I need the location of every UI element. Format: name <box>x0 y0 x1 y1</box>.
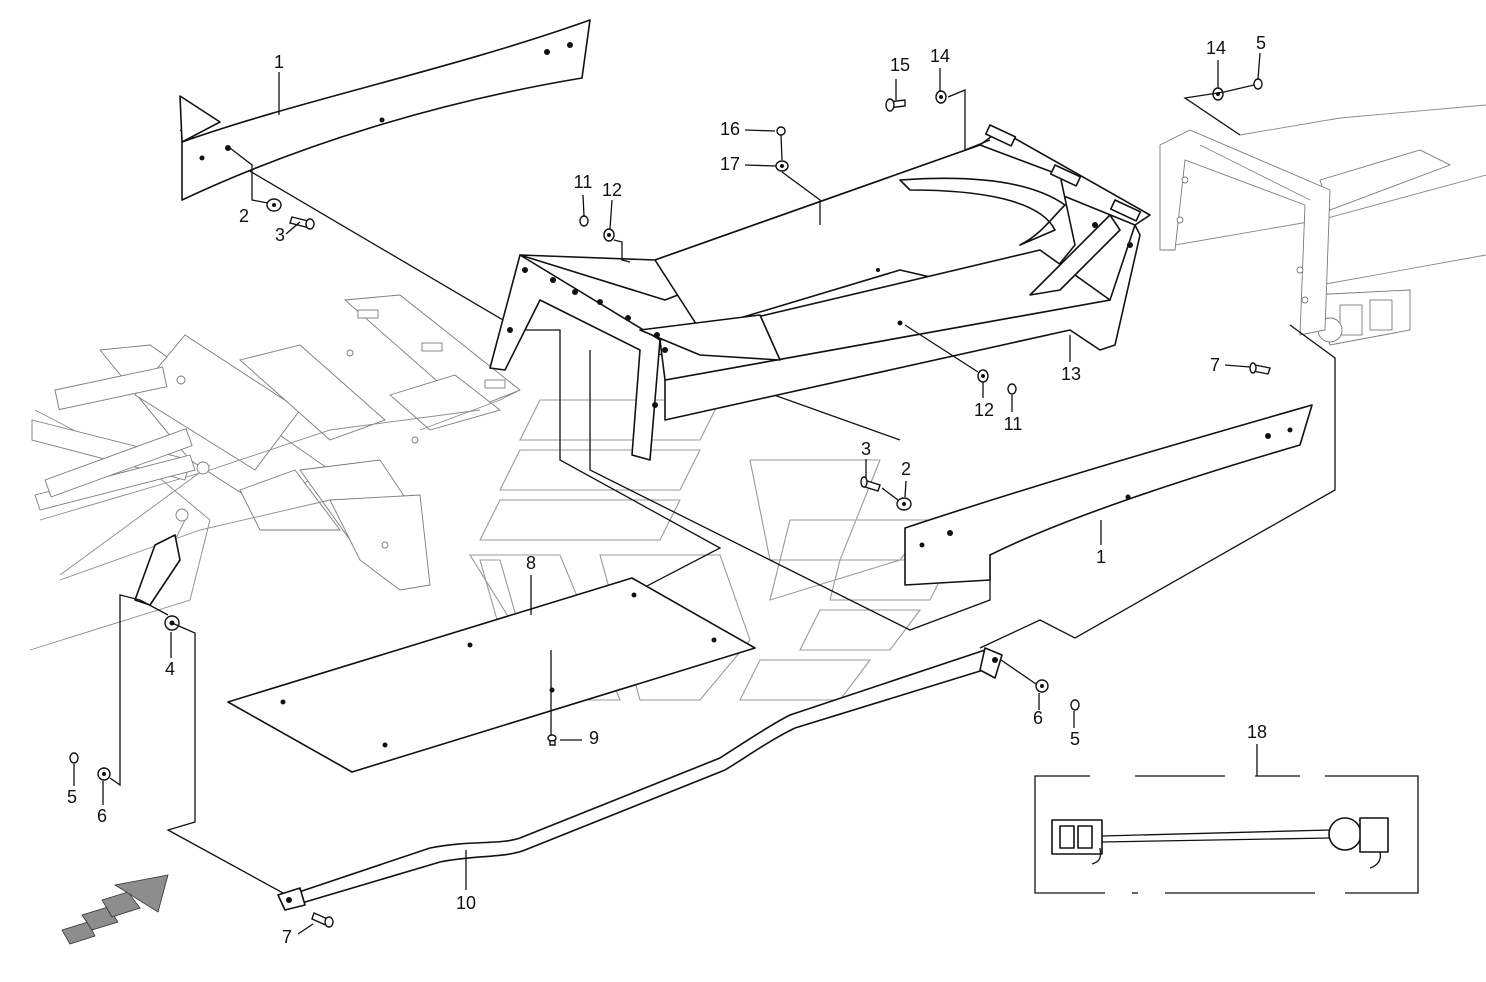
callout-3-mid: 3 <box>861 439 871 459</box>
callout-1-right: 1 <box>1096 547 1106 567</box>
part-10-tie-rod <box>277 647 1003 911</box>
part-8-floor-panel <box>227 577 756 773</box>
callout-5-left: 5 <box>67 787 77 807</box>
callout-3-left: 3 <box>275 225 285 245</box>
callout-14-mid: 14 <box>930 46 950 66</box>
direction-arrow-icon <box>61 874 169 945</box>
callout-10: 10 <box>456 893 476 913</box>
callout-12-mid: 12 <box>974 400 994 420</box>
callout-2-left: 2 <box>239 206 249 226</box>
part-13-main-frame <box>489 124 1151 461</box>
callout-7-right: 7 <box>1210 355 1220 375</box>
callout-15: 15 <box>890 55 910 75</box>
callout-2-mid: 2 <box>901 459 911 479</box>
callout-6-left: 6 <box>97 806 107 826</box>
callout-18: 18 <box>1247 722 1267 742</box>
ghost-frame-left <box>29 294 521 651</box>
callout-4: 4 <box>165 659 175 679</box>
callout-8: 8 <box>526 553 536 573</box>
callout-labels: 1 2 3 15 14 16 17 11 12 14 5 7 13 12 11 … <box>67 33 1267 947</box>
callout-11-top: 11 <box>574 172 593 192</box>
callout-5-mid: 5 <box>1070 729 1080 749</box>
callout-16: 16 <box>720 119 740 139</box>
callout-leaders <box>73 52 1261 935</box>
part-1-panel-right <box>904 404 1313 586</box>
callout-1-top: 1 <box>274 52 284 72</box>
part-1-panel-top <box>179 19 591 201</box>
callout-9: 9 <box>589 728 599 748</box>
callout-17: 17 <box>720 154 740 174</box>
callout-13: 13 <box>1061 364 1081 384</box>
callout-5-right: 5 <box>1256 33 1266 53</box>
hardware-items <box>69 78 1271 928</box>
callout-12-top: 12 <box>602 180 622 200</box>
part-4-lever <box>134 534 181 616</box>
ghost-frame-right <box>1159 104 1486 346</box>
callout-11-mid: 11 <box>1004 414 1023 434</box>
callout-14-right: 14 <box>1206 38 1226 58</box>
part-18-wire-harness <box>1034 775 1419 894</box>
callout-6-right: 6 <box>1033 708 1043 728</box>
callout-7-left: 7 <box>282 927 292 947</box>
